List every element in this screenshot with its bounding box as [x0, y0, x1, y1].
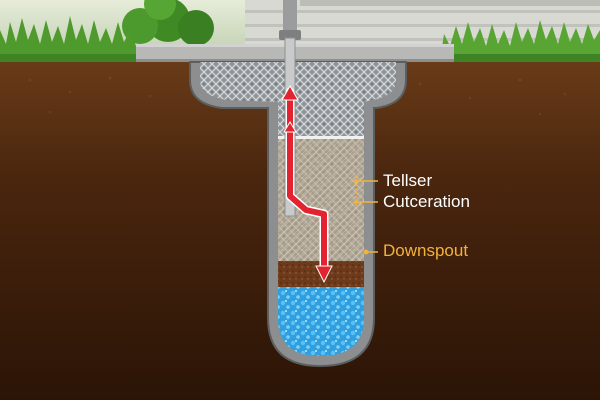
grass	[0, 16, 600, 62]
label-downspout: Downspout	[383, 241, 469, 260]
flow-arrow	[281, 84, 333, 284]
label-tellser: Tellser	[383, 171, 433, 190]
shrub	[122, 0, 214, 46]
label-cutceration: Cutceration	[383, 192, 470, 211]
